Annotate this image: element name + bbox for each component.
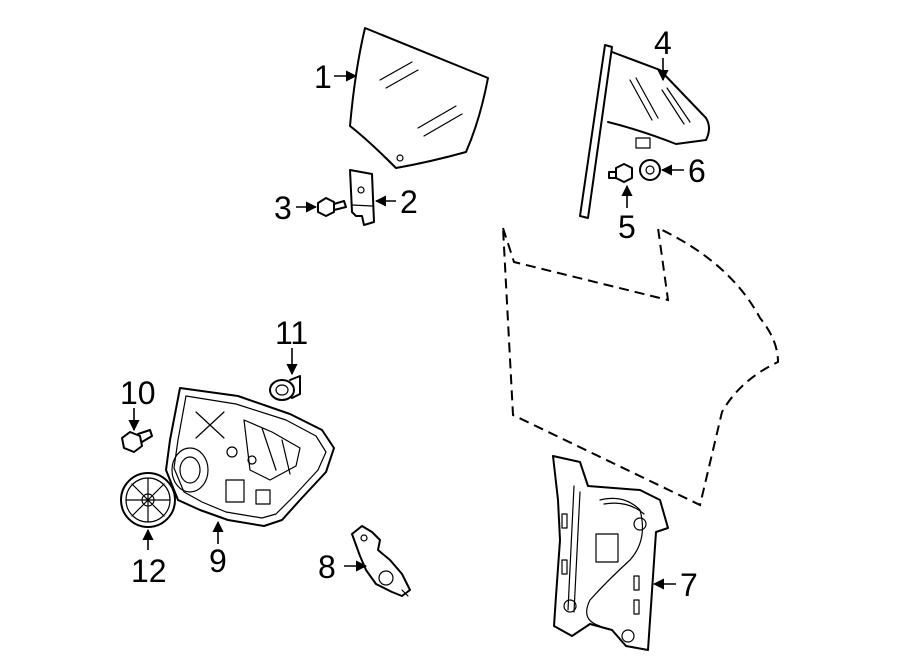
callout-4: 4 [654, 25, 672, 61]
callout-7: 7 [680, 567, 698, 603]
part-6-grommet [639, 159, 661, 181]
callout-9: 9 [209, 543, 227, 579]
part-8-window-motor [351, 525, 411, 597]
callout-1: 1 [314, 59, 332, 95]
door-outline-dashed [502, 226, 780, 507]
callout-8: 8 [318, 549, 336, 585]
callout-11: 11 [275, 315, 308, 351]
callout-10: 10 [120, 375, 156, 411]
part-12-speaker-cover [120, 472, 176, 528]
part-1-door-glass [349, 27, 489, 169]
callout-3: 3 [274, 190, 292, 226]
part-9-door-module-panel [165, 387, 335, 527]
part-3-bolt [317, 197, 347, 217]
callout-6: 6 [688, 153, 706, 189]
part-11-grommet [269, 375, 301, 401]
part-10-bolt [121, 429, 153, 453]
part-5-bolt [608, 163, 633, 183]
part-7-window-regulator [552, 455, 669, 651]
callout-2: 2 [400, 184, 418, 220]
part-4-quarter-glass [579, 44, 710, 219]
callout-12: 12 [131, 553, 167, 589]
part-2-glass-bracket [349, 169, 375, 226]
callout-5: 5 [618, 209, 636, 245]
